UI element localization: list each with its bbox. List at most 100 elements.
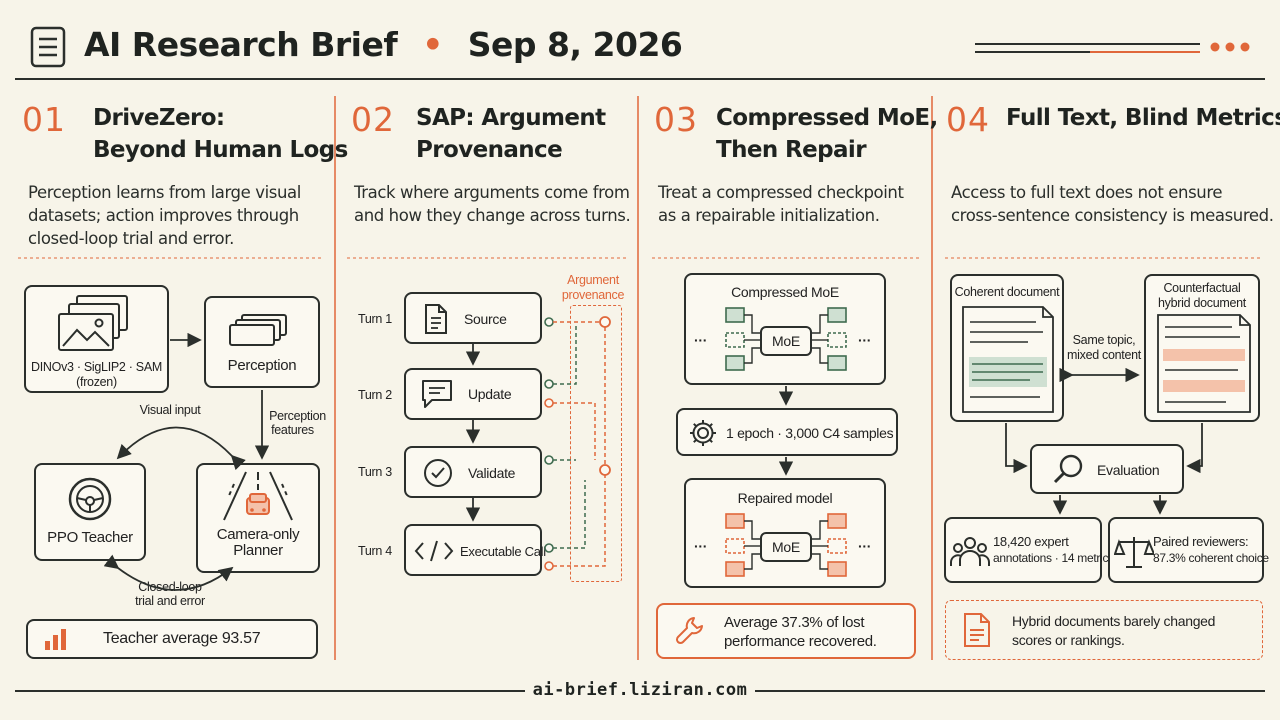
gear-icon	[688, 418, 718, 453]
panel-3-number: 03	[654, 100, 698, 139]
report-icon	[962, 612, 992, 653]
hybrid-result-box	[945, 600, 1263, 660]
code-icon	[414, 538, 454, 569]
panel-1-title-line-1: DriveZero:	[93, 105, 225, 131]
title-date: Sep 8, 2026	[467, 25, 683, 64]
closed-loop-line-1: Closed-loop	[138, 580, 202, 594]
encoders-label: DINOv3 · SigLIP2 · SAM	[31, 360, 162, 374]
coherent-document-label: Coherent document	[954, 285, 1060, 299]
menu-document-icon[interactable]	[30, 26, 66, 68]
step-validate-label: Validate	[468, 465, 516, 481]
provenance-label-line-2: provenance	[561, 288, 625, 302]
repair-result-line-2: performance recovered.	[724, 633, 877, 650]
compressed-moe-core	[760, 326, 812, 356]
step-update-label: Update	[468, 386, 512, 402]
evaluation-label: Evaluation	[1097, 462, 1160, 478]
page-title: AI Research Brief • Sep 8, 2026	[84, 25, 683, 64]
document-icon	[423, 303, 449, 340]
same-topic-line-1: Same topic,	[1072, 333, 1136, 347]
panel-3-desc-line-2: as a repairable initialization.	[658, 206, 880, 225]
ppo-teacher-label: PPO Teacher	[47, 529, 133, 546]
footer-url[interactable]: ai-brief.liziran.com	[532, 680, 748, 700]
panel-3-title-line-1: Compressed MoE,	[716, 105, 938, 131]
hybrid-result-line-2: scores or rankings.	[1012, 632, 1125, 648]
magnifier-icon	[1052, 452, 1086, 491]
repaired-model-label: Repaired model	[737, 490, 833, 506]
image-stack-icon	[55, 292, 135, 359]
perception-features-line-1: Perception	[269, 409, 326, 423]
encoders-sublabel: (frozen)	[76, 375, 117, 389]
panel-2-title-line-2: Provenance	[416, 137, 563, 163]
repaired-moe-core	[760, 532, 812, 562]
panel-2-title-line-1: SAP: Argument	[416, 105, 606, 131]
compressed-left-ellipsis: ···	[694, 332, 708, 348]
reviewers-line-2: 87.3% coherent choice	[1153, 551, 1269, 565]
evaluation-box	[1030, 444, 1184, 494]
title-text: AI Research Brief	[84, 25, 398, 64]
repaired-moe-core-label: MoE	[772, 539, 800, 555]
provenance-label-line-1: Argument	[567, 273, 619, 287]
panel-1-desc-line-2: datasets; action improves through	[28, 206, 299, 225]
panel-2-desc-line-1: Track where arguments come from	[354, 183, 630, 202]
turn-2-label: Turn 2	[358, 388, 392, 402]
panel-2-number: 02	[351, 100, 395, 139]
hybrid-result-line-1: Hybrid documents barely changed	[1012, 613, 1216, 629]
panel-1-number: 01	[22, 100, 66, 139]
scales-icon	[1113, 534, 1156, 575]
hybrid-document-line-2: hybrid document	[1158, 296, 1246, 310]
teacher-result-box	[26, 619, 318, 659]
step-executable-label: Executable Call	[460, 544, 546, 559]
panel-1-desc-line-1: Perception learns from large visual	[28, 183, 301, 202]
closed-loop-line-2: trial and error	[135, 594, 205, 608]
panel-2-desc-line-2: and how they change across turns.	[354, 206, 631, 225]
step-executable-box	[404, 524, 542, 576]
training-label: 1 epoch · 3,000 C4 samples	[726, 425, 894, 441]
perception-features-line-2: features	[271, 423, 314, 437]
panel-4-number: 04	[946, 100, 990, 139]
turn-1-label: Turn 1	[358, 312, 392, 326]
panel-4-title-line-1: Full Text, Blind Metrics	[1006, 105, 1280, 131]
step-source-box	[404, 292, 542, 344]
wrench-icon	[674, 614, 706, 651]
planner-label-line-2: Planner	[233, 542, 283, 559]
panel-4-desc-line-2: cross-sentence consistency is measured.	[951, 206, 1274, 225]
check-circle-icon	[422, 457, 454, 494]
step-update-box	[404, 368, 542, 420]
panel-3-title-line-2: Then Repair	[716, 137, 867, 163]
turn-4-label: Turn 4	[358, 544, 392, 558]
planner-label-line-1: Camera-only	[216, 526, 300, 543]
turn-3-label: Turn 3	[358, 465, 392, 479]
compressed-moe-label: Compressed MoE	[731, 284, 839, 300]
annotations-box	[944, 517, 1102, 583]
repair-result-line-1: Average 37.3% of lost	[724, 614, 865, 631]
annotations-line-1: 18,420 expert	[993, 534, 1069, 549]
bar-chart-icon	[43, 627, 69, 656]
panel-1-desc-line-3: closed-loop trial and error.	[28, 229, 234, 248]
training-box	[676, 408, 898, 456]
visual-input-label: Visual input	[139, 403, 201, 417]
compressed-moe-core-label: MoE	[772, 333, 800, 349]
perception-label: Perception	[227, 357, 297, 374]
chat-bubble-icon	[420, 378, 454, 415]
panel-1-title-line-2: Beyond Human Logs	[93, 137, 348, 163]
compressed-right-ellipsis: ···	[858, 332, 872, 348]
road-car-icon	[220, 470, 296, 527]
teacher-result-label: Teacher average 93.57	[103, 630, 261, 647]
layers-icon	[228, 313, 292, 352]
provenance-dashed-frame	[570, 305, 622, 582]
people-icon	[950, 534, 990, 573]
repaired-right-ellipsis: ···	[858, 538, 872, 554]
title-separator: •	[422, 25, 443, 64]
reviewers-line-1: Paired reviewers:	[1153, 534, 1249, 549]
same-topic-line-2: mixed content	[1067, 348, 1141, 362]
step-validate-box	[404, 446, 542, 498]
hybrid-document-line-1: Counterfactual	[1163, 281, 1241, 295]
step-source-label: Source	[464, 311, 507, 327]
panel-4-desc-line-1: Access to full text does not ensure	[951, 183, 1223, 202]
